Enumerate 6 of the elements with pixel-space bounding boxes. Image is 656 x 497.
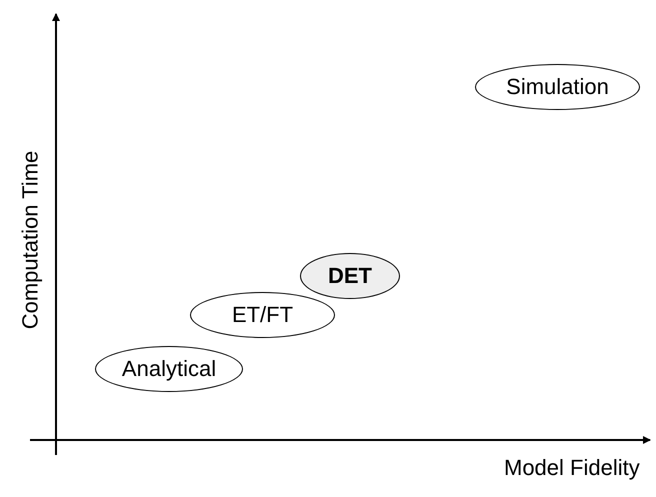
axis-title: Computation Time (16, 150, 43, 330)
method-ellipse: Analytical (95, 346, 243, 392)
method-ellipse: ET/FT (190, 292, 335, 338)
method-ellipse: DET (300, 253, 400, 299)
axis-title: Model Fidelity (504, 455, 640, 481)
method-ellipse: Simulation (475, 64, 640, 110)
